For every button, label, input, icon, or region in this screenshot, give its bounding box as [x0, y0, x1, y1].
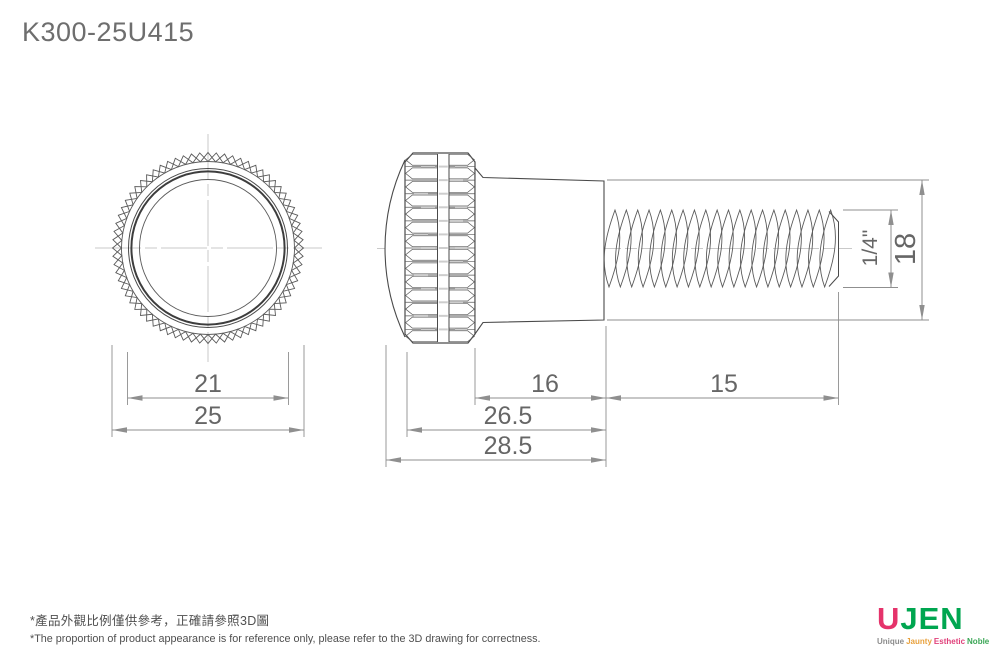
- dim-label-knob-inner-diameter: 21: [194, 370, 222, 398]
- tagline-word: Esthetic: [933, 637, 966, 646]
- note-chinese: *產品外觀比例僅供參考，正確請參照3D圖: [30, 614, 270, 628]
- tagline-word: Unique: [877, 637, 905, 646]
- dim-label-thread-length: 15: [710, 370, 738, 398]
- footer-notes: *產品外觀比例僅供參考，正確請參照3D圖 *The proportion of …: [30, 610, 541, 645]
- dim-label-overall-length: 28.5: [484, 432, 533, 460]
- dim-label-collar-diameter: 18: [890, 233, 922, 265]
- dim-label-thread-diameter: 1/4": [859, 230, 882, 267]
- dim-label-collar-length: 16: [531, 370, 559, 398]
- logo-letter-u: U: [877, 601, 901, 636]
- dim-label-head-plus-collar-length: 26.5: [484, 402, 533, 430]
- tagline-word: Noble: [967, 637, 990, 646]
- ujen-logo-text: UJEN: [877, 603, 997, 634]
- dim-label-knob-outer-diameter: 25: [194, 402, 222, 430]
- tagline-word: Jaunty: [906, 637, 932, 646]
- drawing-geometry: [95, 134, 929, 467]
- note-english: *The proportion of product appearance is…: [30, 633, 541, 645]
- part-number-title: K300-25U415: [22, 17, 195, 47]
- logo-letters-jen: JEN: [900, 601, 964, 636]
